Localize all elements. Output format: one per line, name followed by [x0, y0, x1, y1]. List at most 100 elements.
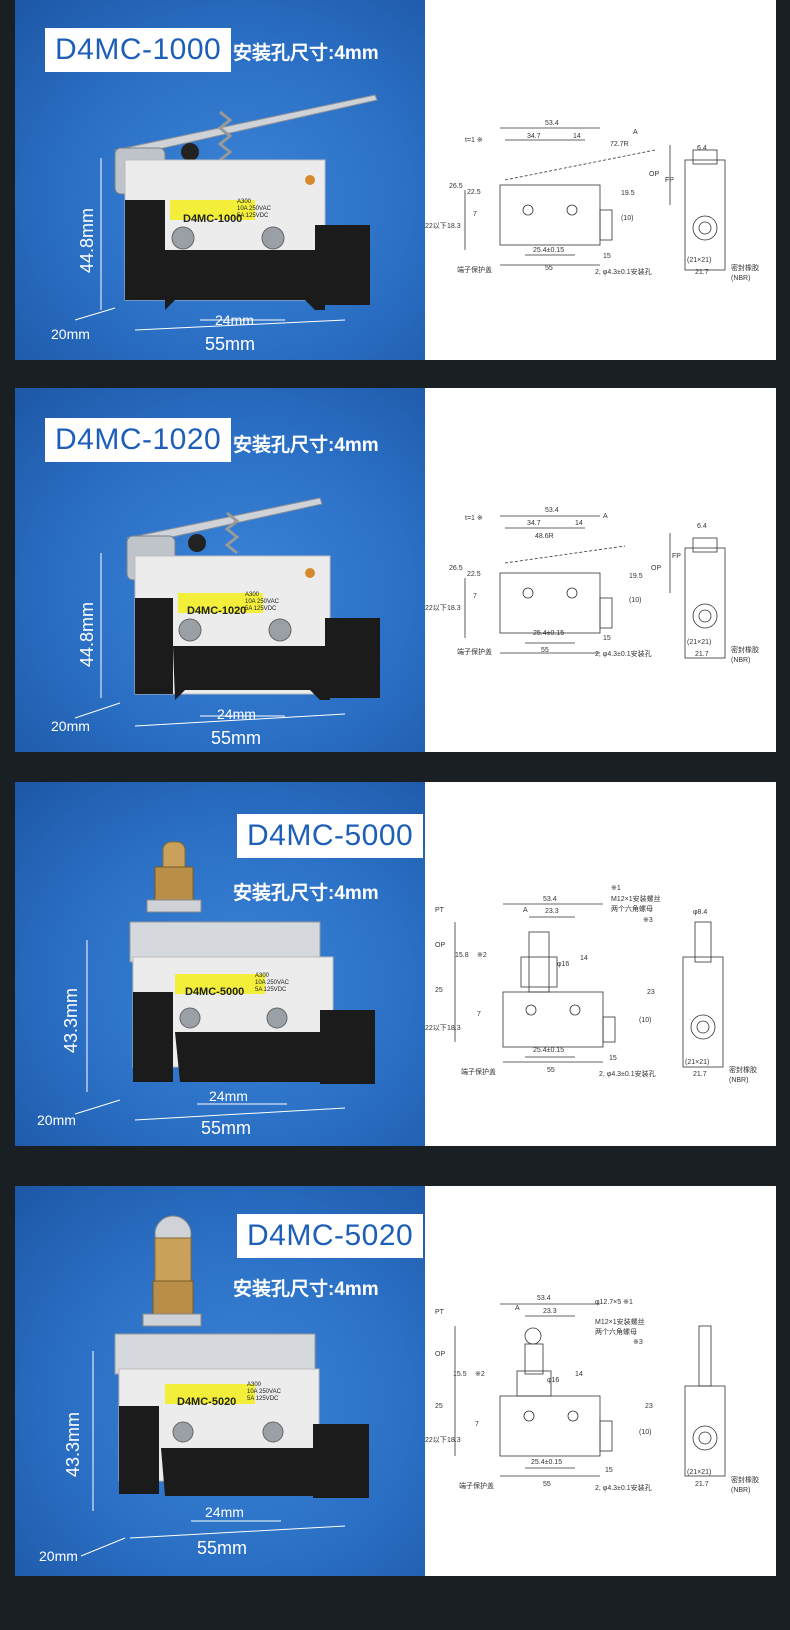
dim-depth: 20mm	[51, 326, 90, 342]
drawing-label: 端子保护盖	[457, 265, 492, 274]
rating-line: 10A 250VAC	[255, 980, 290, 986]
switch-illustration: D4MC-5000 A300 10A 250VAC 5A 125VDC	[74, 841, 375, 1121]
drawing-label: 53.4	[543, 896, 557, 903]
product-panel-d4mc-1020: D4MC-1020 安装孔尺寸:4mm D4MC-1020 A300 10A 2…	[15, 388, 776, 752]
dim-length: 55mm	[205, 334, 256, 354]
drawing-label: 22以下	[425, 604, 447, 612]
drawing-label: 53.4	[545, 120, 559, 127]
dim-pitch: 24mm	[209, 1088, 248, 1104]
drawing-label: 23	[645, 1403, 653, 1410]
drawing-label: FP	[665, 177, 674, 184]
switch-illustration: D4MC-5020 A300 10A 250VAC 5A 125VDC	[80, 1215, 369, 1557]
mounting-hole-label: 安装孔尺寸:4mm	[233, 1279, 379, 1300]
drawing-label: 18.3	[447, 1025, 461, 1032]
drawing-label: ※2	[477, 952, 487, 959]
product-photo-area: D4MC-1020 安装孔尺寸:4mm D4MC-1020 A300 10A 2…	[15, 388, 425, 752]
drawing-label: 2, φ4.3±0.1安装孔	[595, 649, 652, 658]
drawing-label: 密封橡胶	[731, 263, 759, 272]
drawing-label: 两个六角螺母	[595, 1327, 637, 1336]
drawing-label: OP	[649, 171, 659, 178]
dim-height: 43.3mm	[63, 1411, 84, 1478]
drawing-label: 15	[605, 1467, 613, 1474]
drawing-label: 23	[647, 989, 655, 996]
sticker-model: D4MC-5000	[185, 986, 244, 998]
drawing-label: (NBR)	[729, 1077, 748, 1084]
drawing-label: 23.3	[543, 1308, 557, 1315]
drawing-label: 密封橡胶	[729, 1065, 757, 1074]
dim-height: 44.8mm	[77, 207, 98, 274]
model-title: D4MC-5020	[237, 1214, 424, 1258]
drawing-label: 18.3	[447, 1437, 461, 1444]
model-title: D4MC-5000	[237, 814, 424, 858]
product-photo-area: D4MC-5000 安装孔尺寸:4mm D4MC-5000 A300 10A 2…	[15, 782, 425, 1146]
dim-height: 44.8mm	[77, 601, 98, 668]
drawing-label: 25	[435, 1403, 443, 1410]
drawing-label: 25.4±0.15	[531, 1459, 562, 1466]
drawing-label: 两个六角螺母	[611, 904, 653, 913]
drawing-label: 14	[575, 1371, 583, 1378]
technical-drawing: ※1 PT 53.4 23.3 M12×1安装螺丝 两个六角螺母 ※3 A φ8…	[425, 782, 776, 1146]
technical-drawing: t=1 ※ 53.4 34.7 14 72.7R A 6.4 26.5 22.5…	[425, 0, 776, 360]
drawing-label: 25.4±0.15	[533, 630, 564, 637]
dim-height: 43.3mm	[61, 987, 82, 1054]
drawing-label: 端子保护盖	[461, 1067, 496, 1076]
drawing-label: 19.5	[621, 190, 635, 197]
drawing-label: 55	[543, 1481, 551, 1488]
drawing-label: 23.3	[545, 908, 559, 915]
drawing-label: M12×1安装螺丝	[611, 894, 661, 903]
rating-line: A300	[245, 592, 260, 598]
drawing-label: 18.3	[447, 223, 461, 230]
sticker-model: D4MC-1000	[183, 213, 242, 225]
technical-drawing: t=1 ※ 53.4 34.7 14 48.6R A 6.4 26.5 22.5…	[425, 388, 776, 752]
drawing-label: t=1 ※	[465, 515, 483, 522]
drawing-label: 6.4	[697, 145, 707, 152]
dim-pitch: 24mm	[215, 312, 254, 328]
drawing-label: 21.7	[695, 1481, 709, 1488]
drawing-label: 15.8	[455, 952, 469, 959]
drawing-label: φ16	[547, 1377, 559, 1384]
drawing-label: 15.5	[453, 1371, 467, 1378]
drawing-label: 22以下	[425, 1024, 447, 1032]
drawing-label: 15	[603, 635, 611, 642]
drawing-label: 55	[547, 1067, 555, 1074]
drawing-label: (10)	[629, 597, 641, 604]
drawing-svg: t=1 ※ 53.4 34.7 14 48.6R A 6.4 26.5 22.5…	[425, 507, 759, 664]
dim-pitch: 24mm	[205, 1504, 244, 1520]
drawing-label: 34.7	[527, 520, 541, 527]
drawing-label: 21.7	[695, 651, 709, 658]
drawing-label: ※3	[633, 1339, 643, 1346]
drawing-label: 端子保护盖	[459, 1481, 494, 1490]
model-title: D4MC-1020	[45, 418, 232, 462]
product-panel-d4mc-5020: D4MC-5020 安装孔尺寸:4mm D4MC-5020 A300 10A 2…	[15, 1186, 776, 1576]
drawing-label: 7	[473, 211, 477, 218]
drawing-label: 7	[477, 1011, 481, 1018]
model-title: D4MC-1000	[45, 28, 232, 72]
drawing-label: 15	[603, 253, 611, 260]
sticker-model: D4MC-5020	[177, 1396, 236, 1408]
drawing-label: 26.5	[449, 565, 463, 572]
rating-line: 10A 250VAC	[237, 206, 272, 212]
product-photo-area: D4MC-5020 安装孔尺寸:4mm D4MC-5020 A300 10A 2…	[15, 1186, 425, 1576]
dim-length: 55mm	[197, 1538, 248, 1558]
rating-line: A300	[247, 1382, 262, 1388]
drawing-label: 21.7	[693, 1071, 707, 1078]
drawing-label: 2, φ4.3±0.1安装孔	[595, 1483, 652, 1492]
drawing-label: (21×21)	[687, 1469, 711, 1476]
drawing-svg: t=1 ※ 53.4 34.7 14 72.7R A 6.4 26.5 22.5…	[425, 120, 759, 282]
drawing-label: 22.5	[467, 571, 481, 578]
drawing-label: 55	[541, 647, 549, 654]
drawing-label: PT	[435, 1309, 445, 1316]
drawing-label: φ12.7×5 ※1	[595, 1299, 633, 1306]
drawing-label: 21.7	[695, 269, 709, 276]
drawing-label: (NBR)	[731, 657, 750, 664]
drawing-label: OP	[435, 942, 445, 949]
rating-line: 10A 250VAC	[245, 599, 280, 605]
rating-line: 5A 125VDC	[245, 606, 277, 612]
drawing-label: 19.5	[629, 573, 643, 580]
drawing-label: 密封橡胶	[731, 1475, 759, 1484]
drawing-label: 53.4	[545, 507, 559, 514]
drawing-label: ※2	[475, 1371, 485, 1378]
drawing-label: 25.4±0.15	[533, 1047, 564, 1054]
drawing-label: A	[515, 1305, 520, 1312]
drawing-label: (21×21)	[685, 1059, 709, 1066]
